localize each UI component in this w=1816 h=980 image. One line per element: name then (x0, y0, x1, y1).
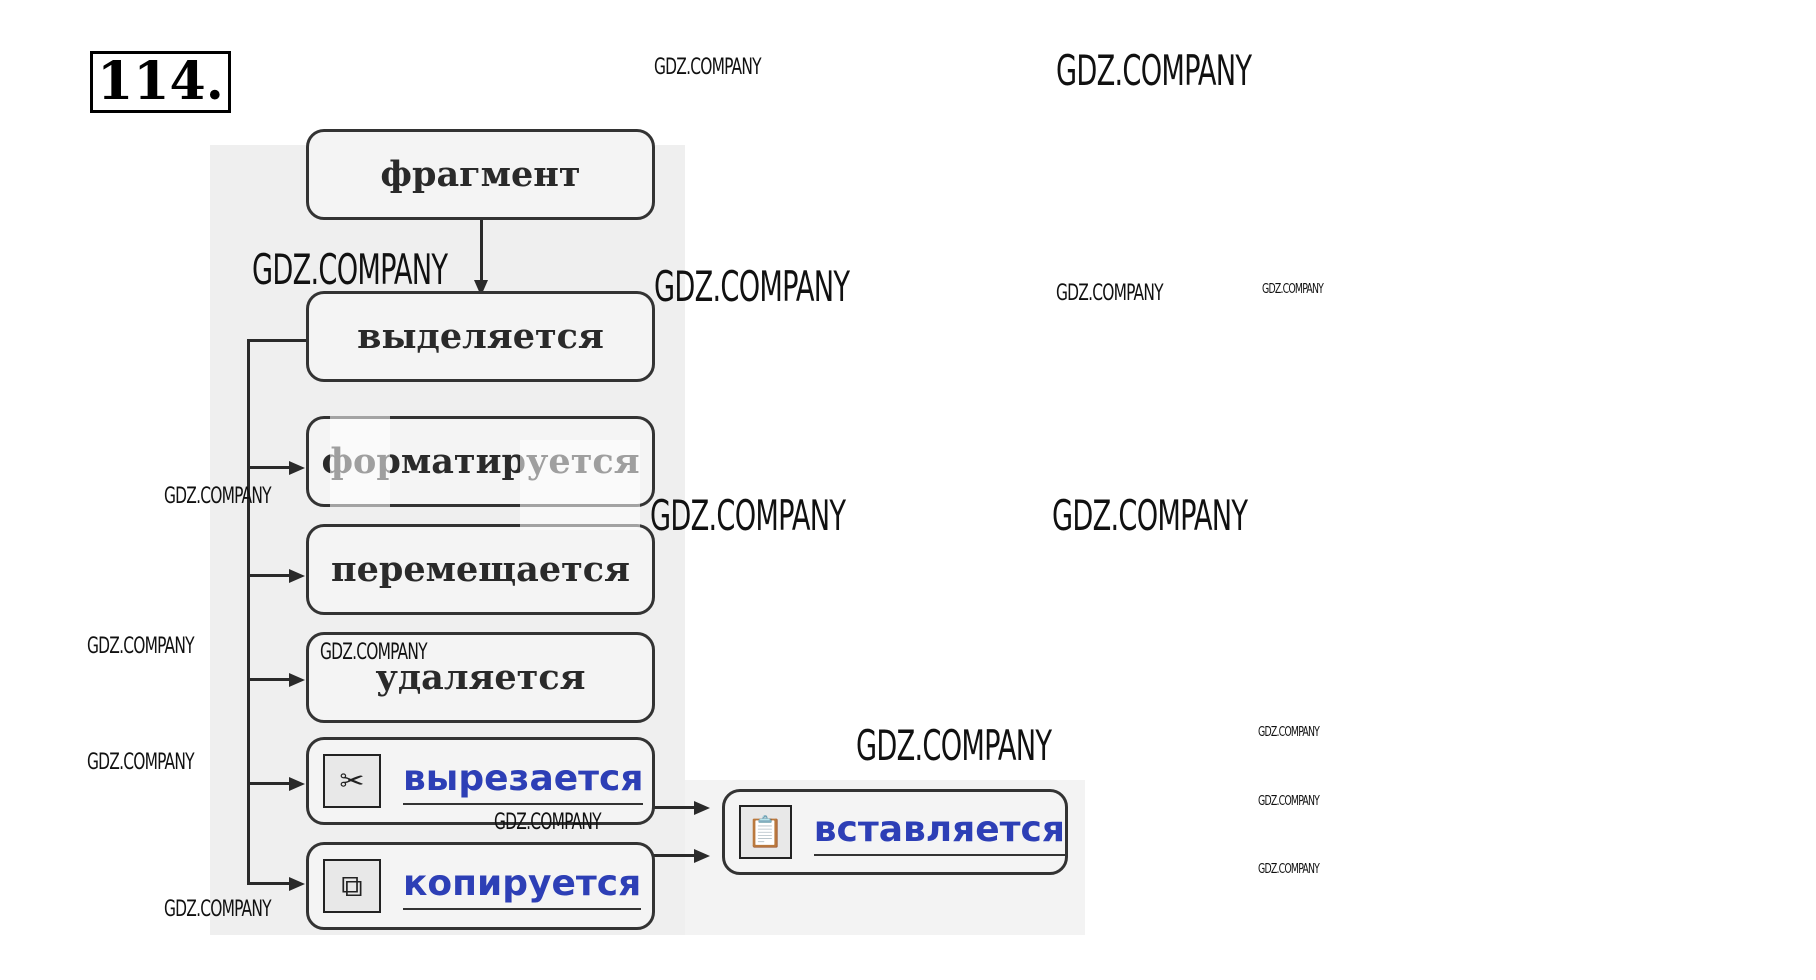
scan-artefact (520, 440, 640, 530)
watermark: GDZ.COMPANY (87, 750, 195, 775)
connector-to-copy (247, 882, 289, 885)
watermark: GDZ.COMPANY (1262, 282, 1324, 297)
watermark: GDZ.COMPANY (1258, 725, 1320, 740)
watermark: GDZ.COMPANY (654, 262, 850, 311)
box-paste: 📋 вставляется (722, 789, 1068, 875)
watermark: GDZ.COMPANY (494, 810, 602, 835)
box-moved-label: перемещается (331, 549, 630, 590)
arrow-to-deleted (289, 673, 305, 687)
connector-to-formatted (247, 466, 289, 469)
watermark: GDZ.COMPANY (1052, 491, 1248, 540)
connector-trunk (247, 339, 250, 885)
arrow-cut-to-paste (694, 801, 710, 815)
box-fragment: фрагмент (306, 129, 655, 220)
watermark: GDZ.COMPANY (252, 245, 448, 294)
connector-copy-to-paste (652, 854, 696, 857)
copy-icon: ⧉ (323, 859, 381, 913)
connector-to-moved (247, 574, 289, 577)
connector-to-deleted (247, 678, 289, 681)
box-selected-label: выделяется (357, 316, 604, 357)
watermark: GDZ.COMPANY (1258, 862, 1320, 877)
watermark: GDZ.COMPANY (164, 484, 272, 509)
box-moved: перемещается (306, 524, 655, 615)
arrow-to-copy (289, 877, 305, 891)
arrow-copy-to-paste (694, 849, 710, 863)
box-cut: ✂ вырезается (306, 737, 655, 825)
watermark: GDZ.COMPANY (1056, 281, 1164, 306)
watermark: GDZ.COMPANY (87, 634, 195, 659)
scissors-icon: ✂ (323, 754, 381, 808)
watermark: GDZ.COMPANY (856, 721, 1052, 770)
watermark: GDZ.COMPANY (164, 897, 272, 922)
watermark: GDZ.COMPANY (1056, 46, 1252, 95)
box-deleted: удаляется (306, 632, 655, 723)
box-cut-label: вырезается (403, 758, 644, 805)
box-selected: выделяется (306, 291, 655, 382)
box-fragment-label: фрагмент (380, 154, 581, 195)
watermark: GDZ.COMPANY (320, 640, 428, 665)
box-copy: ⧉ копируется (306, 842, 655, 930)
arrow-to-formatted (289, 461, 305, 475)
box-copy-label: копируется (403, 863, 642, 910)
connector-root-to-selected (480, 220, 483, 282)
watermark: GDZ.COMPANY (650, 491, 846, 540)
connector-cut-to-paste (652, 806, 696, 809)
arrow-to-moved (289, 569, 305, 583)
arrow-to-cut (289, 777, 305, 791)
box-paste-label: вставляется (813, 809, 1065, 856)
clipboard-paste-icon: 📋 (739, 805, 792, 859)
scan-artefact (330, 416, 390, 507)
connector-to-cut (247, 782, 289, 785)
watermark: GDZ.COMPANY (1258, 794, 1320, 809)
watermark: GDZ.COMPANY (654, 55, 762, 80)
connector-selected-left (247, 339, 309, 342)
task-number: 114. (90, 51, 231, 113)
box-deleted-label: удаляется (375, 657, 586, 698)
